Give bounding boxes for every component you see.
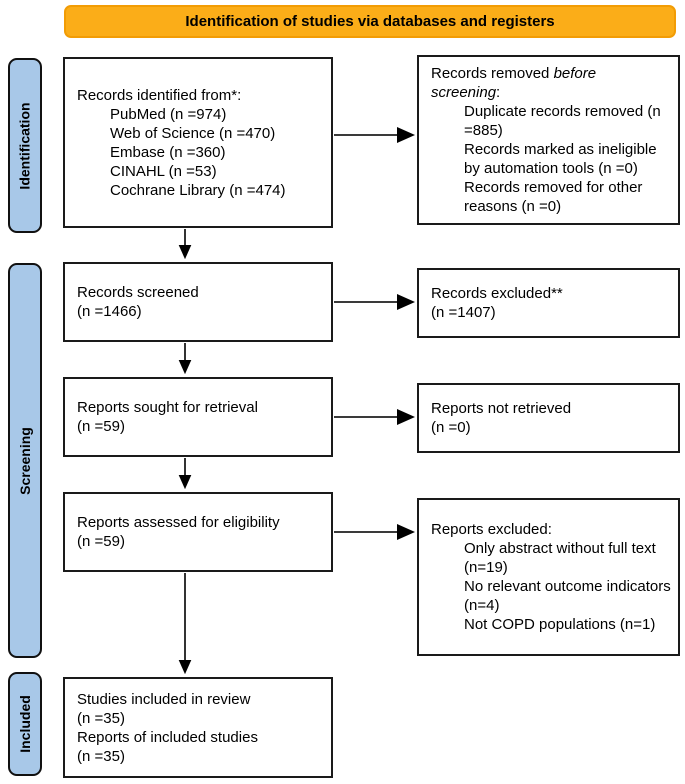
- reports-included-label: Reports of included studies: [77, 728, 258, 746]
- records-excluded-count: (n =1407): [431, 304, 496, 321]
- box-reports-sought: Reports sought for retrieval (n =59): [63, 377, 333, 457]
- stage-label-identification-text: Identification: [17, 101, 33, 190]
- stage-label-screening: Screening: [8, 263, 42, 658]
- reports-included-count: (n =35): [77, 747, 125, 765]
- source-embase: Embase (n =360): [110, 143, 226, 161]
- reports-not-retrieved-label: Reports not retrieved: [431, 400, 572, 417]
- box-reports-assessed: Reports assessed for eligibility (n =59): [63, 492, 333, 572]
- box-records-identified: Records identified from*: PubMed (n =974…: [63, 57, 333, 228]
- records-screened-label: Records screened: [77, 284, 199, 301]
- box-reports-not-retrieved: Reports not retrieved (n =0): [417, 383, 680, 453]
- banner-label: Identification of studies via databases …: [185, 13, 555, 30]
- studies-included-label: Studies included in review: [77, 690, 251, 708]
- removed-duplicates: Duplicate records removed (n =885): [464, 103, 661, 139]
- box-records-excluded: Records excluded** (n =1407): [417, 268, 680, 338]
- source-cinahl: CINAHL (n =53): [110, 162, 217, 180]
- records-removed-title-line2: screening:: [431, 84, 501, 101]
- stage-label-included: Included: [8, 672, 42, 776]
- records-removed-title-line1: Records removed before: [431, 65, 597, 82]
- box-records-removed-before-screening: Records removed before screening: Duplic…: [417, 55, 680, 225]
- excluded-no-outcome: No relevant outcome indicators (n=4): [464, 578, 671, 614]
- stage-label-included-text: Included: [17, 695, 33, 753]
- box-records-screened: Records screened (n =1466): [63, 262, 333, 342]
- studies-included-count: (n =35): [77, 709, 125, 727]
- removed-other-reasons: Records removed for other reasons (n =0): [464, 179, 643, 215]
- reports-sought-count: (n =59): [77, 418, 125, 435]
- source-pubmed: PubMed (n =974): [110, 105, 227, 123]
- reports-sought-label: Reports sought for retrieval: [77, 399, 258, 416]
- removed-automation: Records marked as ineligible by automati…: [464, 141, 657, 177]
- records-screened-count: (n =1466): [77, 303, 142, 320]
- excluded-abstract-only: Only abstract without full text (n=19): [464, 540, 656, 576]
- reports-assessed-count: (n =59): [77, 533, 125, 550]
- source-cochrane: Cochrane Library (n =474): [110, 181, 286, 199]
- reports-not-retrieved-count: (n =0): [431, 419, 471, 436]
- stage-label-screening-text: Screening: [17, 426, 34, 495]
- box-reports-excluded: Reports excluded: Only abstract without …: [417, 498, 680, 656]
- stage-label-identification: Identification: [8, 58, 42, 233]
- reports-assessed-label: Reports assessed for eligibility: [77, 514, 280, 531]
- records-excluded-label: Records excluded**: [431, 285, 563, 302]
- box-studies-included: Studies included in review (n =35) Repor…: [63, 677, 333, 778]
- banner-identification-via-databases: Identification of studies via databases …: [64, 5, 676, 38]
- records-identified-title: Records identified from*:: [77, 86, 242, 104]
- excluded-not-copd: Not COPD populations (n=1): [464, 616, 656, 633]
- reports-excluded-title: Reports excluded:: [431, 521, 552, 538]
- source-web-of-science: Web of Science (n =470): [110, 124, 276, 142]
